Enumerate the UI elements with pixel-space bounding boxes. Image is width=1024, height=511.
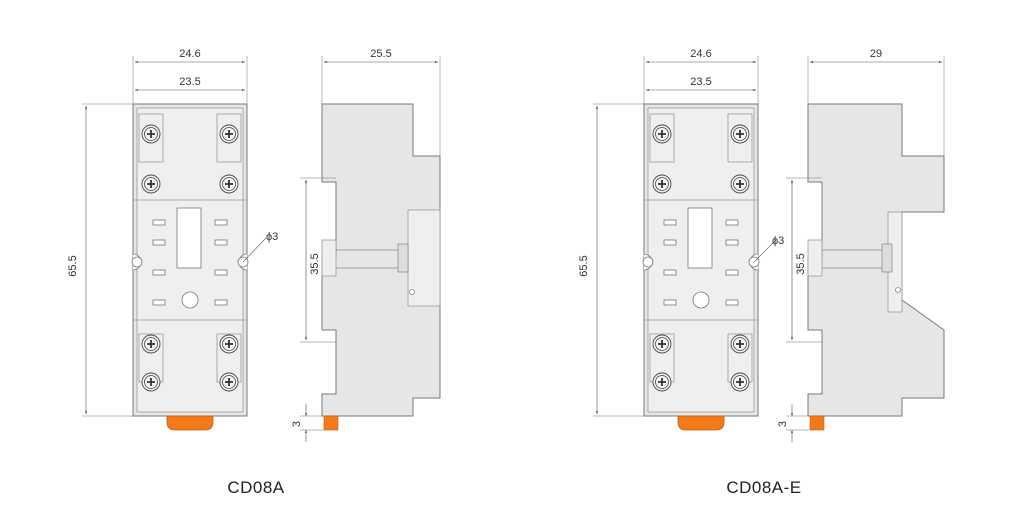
right-height-label: 65.5	[578, 255, 590, 276]
right-side-view	[807, 103, 945, 431]
left-front-view	[132, 104, 248, 430]
left-front-dimensions	[82, 56, 267, 417]
left-width-inner-label: 23.5	[179, 76, 200, 88]
left-depth-label: 25.5	[370, 48, 391, 60]
left-rail-label: 35.5	[309, 253, 321, 274]
right-width-inner-label: 23.5	[690, 76, 711, 88]
right-front-dimensions	[593, 56, 777, 417]
right-terminal-label: 3	[777, 421, 789, 427]
right-caption: CD08A-E	[726, 478, 801, 497]
right-side-dimensions	[786, 56, 945, 442]
right-hole-label: ϕ3	[772, 235, 784, 247]
left-hole-label: ϕ3	[266, 231, 278, 243]
right-front-view	[643, 104, 759, 430]
right-depth-label: 29	[870, 48, 882, 60]
left-terminal-label: 3	[291, 421, 303, 427]
right-rail-label: 35.5	[795, 253, 807, 274]
left-width-outer-label: 24.6	[179, 48, 200, 60]
left-caption: CD08A	[227, 478, 284, 497]
left-side-dimensions	[300, 56, 441, 442]
left-height-label: 65.5	[67, 255, 79, 276]
left-side-view	[321, 103, 441, 431]
right-width-outer-label: 24.6	[690, 48, 711, 60]
